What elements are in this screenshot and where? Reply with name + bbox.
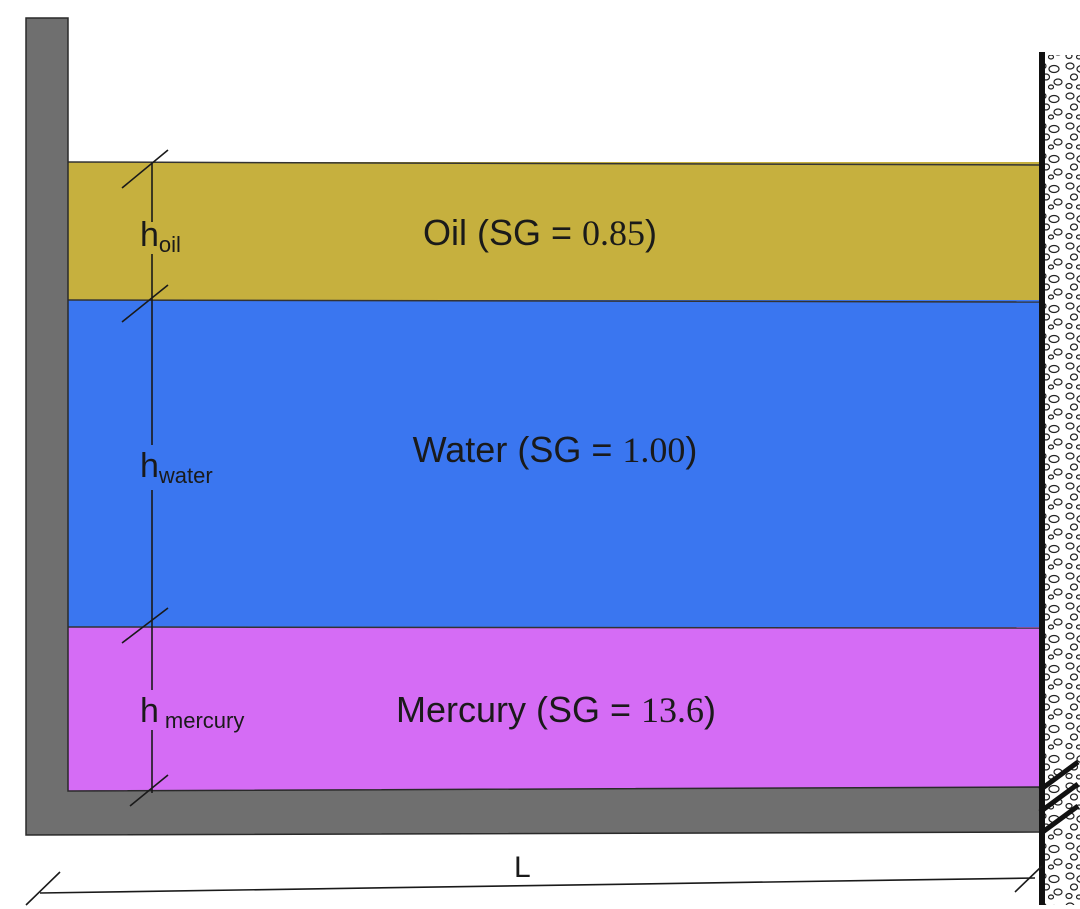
oil-label: Oil (SG = 0.85) [423,212,657,253]
water-layer [68,300,1040,627]
length-dimension [25,865,1043,906]
length-label: L [514,851,531,884]
oil-layer [68,162,1040,300]
mercury-layer [68,627,1040,791]
height-dimension [121,149,169,807]
ground-hatch [1038,759,1080,837]
water-label: Water (SG = 1.00) [413,429,698,470]
water-mercury-interface [67,626,1041,629]
oil-water-interface [67,299,1041,303]
h-oil-label: hoil [140,216,181,257]
mercury-label: Mercury (SG = 13.6) [396,689,716,730]
h-water-label: hwater [140,447,213,488]
oil-top-line [67,161,1041,166]
gravel-ground [1044,55,1080,905]
